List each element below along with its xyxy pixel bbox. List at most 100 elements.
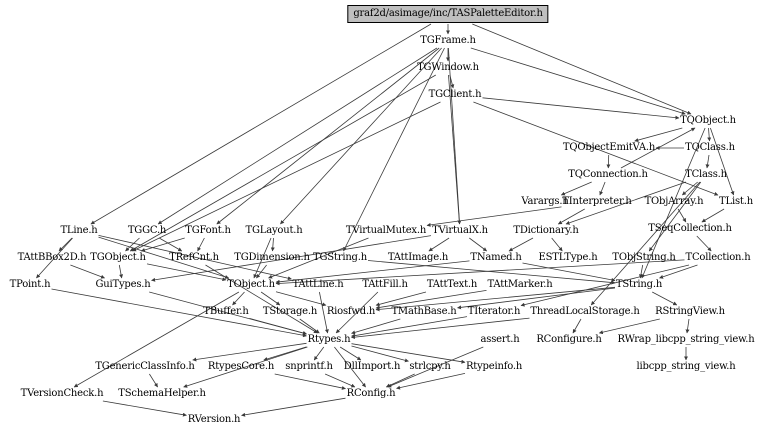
edge-tgframe-h-to-tglayout-h xyxy=(280,47,442,225)
edge-snprintf-h-to-rconfig-h xyxy=(324,373,356,388)
edge-tqconnection-h-to-varargs-h xyxy=(560,181,592,196)
node-varargs-h: Varargs.h xyxy=(521,196,569,207)
edge-rtypes-h-to-rconfig-h xyxy=(334,346,366,388)
edge-tqconnection-h-to-tinterpreter-h xyxy=(599,181,606,196)
node-snprintf-h: snprintf.h xyxy=(285,361,333,372)
edge-tgframe-h-to-tgfont-h xyxy=(216,47,440,225)
edge-tattbbox2d-h-to-guitypes-h xyxy=(70,264,105,279)
edge-tqobject-h-to-tlist-h xyxy=(710,127,735,196)
edge-assert-h-to-rconfig-h xyxy=(387,346,484,388)
edge-rtypes-h-to-snprintf-h xyxy=(313,346,325,361)
node-tversioncheck-h: TVersionCheck.h xyxy=(20,388,104,399)
edge-rtypes-h-to-rtypeinfo-h xyxy=(351,343,466,364)
edge-tgwindow-h-to-tgclient-h xyxy=(449,74,455,89)
edge-tglayout-h-to-tgdimension-h xyxy=(270,237,275,252)
node-tatttext-h: TAttText.h xyxy=(426,279,478,290)
node-rtypes-h: Rtypes.h xyxy=(307,334,351,345)
node-tbuffer-h: TBuffer.h xyxy=(203,306,249,317)
node-tstring-h: TString.h xyxy=(615,279,663,290)
edge-tcollection-h-to-tobject-h xyxy=(275,259,685,286)
edge-tpoint-h-to-rtypes-h xyxy=(51,288,307,338)
edge-tstring-h-to-riosfwd-h xyxy=(375,286,616,312)
edge-tversioncheck-h-to-rversion-h xyxy=(102,400,187,417)
edge-rtypescore-h-to-rconfig-h xyxy=(274,373,346,390)
edge-tobjarray-h-to-tseqcollection-h xyxy=(677,208,687,223)
edge-tgframe-h-to-tqobject-h xyxy=(470,47,686,115)
node-strlcpy-h: strlcpy.h xyxy=(409,361,451,372)
edge-tgobject-h-to-guitypes-h xyxy=(118,264,124,279)
node-tobjstring-h: TObjString.h xyxy=(612,252,676,263)
node-tline-h: TLine.h xyxy=(60,225,98,236)
node-tglayout-h: TGLayout.h xyxy=(245,225,303,236)
node-tclass-h: TClass.h xyxy=(685,169,727,180)
node-tqobjectemitva-h: TQObjectEmitVA.h xyxy=(562,142,656,153)
edge-rtypes-h-to-rtypescore-h xyxy=(263,346,307,361)
edge-tggc-h-to-tgobject-h xyxy=(125,237,140,252)
edge-tqclass-h-to-tclass-h xyxy=(705,154,710,169)
edge-threadlocalstorage-h-to-rconfigure-h xyxy=(572,318,582,334)
node-tgwindow-h: TGWindow.h xyxy=(417,62,479,73)
node-trefcnt-h: TRefCnt.h xyxy=(169,252,219,263)
edge-tstring-h-to-tmathbase-h xyxy=(457,287,616,310)
node-tnamed-h: TNamed.h xyxy=(470,252,522,263)
edge-tgobject-h-to-tobject-h xyxy=(146,263,227,282)
edge-tglayout-h-to-tobject-h xyxy=(253,237,272,279)
edge-tgwindow-h-to-tgobject-h xyxy=(129,74,436,252)
node-tattmarker-h: TAttMarker.h xyxy=(487,279,553,290)
edge-tgwindow-h-to-tvirtualx-h xyxy=(448,74,462,225)
node-tvirtualmutex-h: TVirtualMutex.h xyxy=(345,225,427,236)
edge-tmathbase-h-to-rtypes-h xyxy=(351,318,401,335)
node-tattfill-h: TAttFill.h xyxy=(362,279,408,290)
edge-tgstring-h-to-tstring-h xyxy=(367,260,616,285)
edge-tline-h-to-tattbbox2d-h xyxy=(58,237,73,252)
edge-tvirtualx-h-to-guitypes-h xyxy=(151,235,432,282)
node-tobject-h: TObject.h xyxy=(227,279,275,290)
edge-rtypes-h-to-dllimport-h xyxy=(339,346,362,361)
edge-tobject-h-to-tversioncheck-h xyxy=(73,291,240,388)
node-rwrap-libcpp-string-view-h: RWrap_libcpp_string_view.h xyxy=(617,334,755,345)
edge-trefcnt-h-to-rtypes-h xyxy=(205,264,318,334)
node-tgobject-h: TGObject.h xyxy=(90,252,146,263)
edge-rconfig-h-to-rversion-h xyxy=(241,397,346,417)
edge-threadlocalstorage-h-to-rtypes-h xyxy=(351,317,530,340)
edge-tcollection-h-to-tstring-h xyxy=(659,264,698,279)
edge-tclass-h-to-tobjstring-h xyxy=(648,181,702,252)
edge-rtypeinfo-h-to-rconfig-h xyxy=(396,373,466,390)
edge-rtypes-h-to-strlcpy-h xyxy=(351,345,409,363)
node-graf2d-asimage-inc-taspaletteeditor-h: graf2d/asimage/inc/TASPaletteEditor.h xyxy=(347,5,549,23)
edge-tcollection-h-to-titerator-h xyxy=(520,264,690,307)
edge-tlist-h-to-tseqcollection-h xyxy=(701,208,725,223)
node-tattimage-h: TAttImage.h xyxy=(387,252,449,263)
node-tstorage-h: TStorage.h xyxy=(262,306,318,317)
edge-tstring-h-to-rstringview-h xyxy=(652,291,678,306)
edge-tseqcollection-h-to-tcollection-h xyxy=(696,235,712,252)
node-rconfig-h: RConfig.h xyxy=(346,388,396,399)
edge-tstorage-h-to-rtypes-h xyxy=(299,318,320,334)
edge-tclass-h-to-tdictionary-h xyxy=(565,181,687,225)
edge-tatttext-h-to-riosfwd-h xyxy=(375,291,427,307)
edge-rtypes-h-to-tschemahelper-h xyxy=(183,346,308,388)
node-tqconnection-h: TQConnection.h xyxy=(568,169,648,180)
edge-tggc-h-to-trefcnt-h xyxy=(159,237,183,252)
edge-tgclient-h-to-tgobject-h xyxy=(132,101,441,252)
edge-tobject-h-to-riosfwd-h xyxy=(275,291,327,307)
edge-tqobject-h-to-tqclass-h xyxy=(707,127,712,142)
node-rtypescore-h: RtypesCore.h xyxy=(207,361,275,372)
node-tqclass-h: TQClass.h xyxy=(685,142,735,153)
node-tgfont-h: TGFont.h xyxy=(185,225,231,236)
node-tattline-h: TAttLine.h xyxy=(292,279,344,290)
edge-tgclient-h-to-tlist-h xyxy=(473,101,719,196)
edge-tobject-h-to-tbuffer-h xyxy=(232,291,245,306)
edge-tgframe-h-to-tggc-h xyxy=(157,47,438,225)
node-tgclient-h: TGClient.h xyxy=(428,89,482,100)
edge-tattmarker-h-to-riosfwd-h xyxy=(375,290,487,310)
edge-tgenericclassinfo-h-to-tschemahelper-h xyxy=(149,373,158,388)
node-rtypeinfo-h: Rtypeinfo.h xyxy=(465,361,523,372)
node-tseqcollection-h: TSeqCollection.h xyxy=(648,223,732,234)
edge-titerator-h-to-rtypes-h xyxy=(351,316,468,338)
node-tlist-h: TList.h xyxy=(719,196,753,207)
edge-graf2d-asimage-inc-taspaletteeditor-h-to-tline-h xyxy=(90,23,432,225)
edge-tobjstring-h-to-tstring-h xyxy=(638,264,644,279)
edge-tvirtualx-h-to-tnamed-h xyxy=(469,237,488,252)
edge-tgfont-h-to-trefcnt-h xyxy=(197,237,205,252)
